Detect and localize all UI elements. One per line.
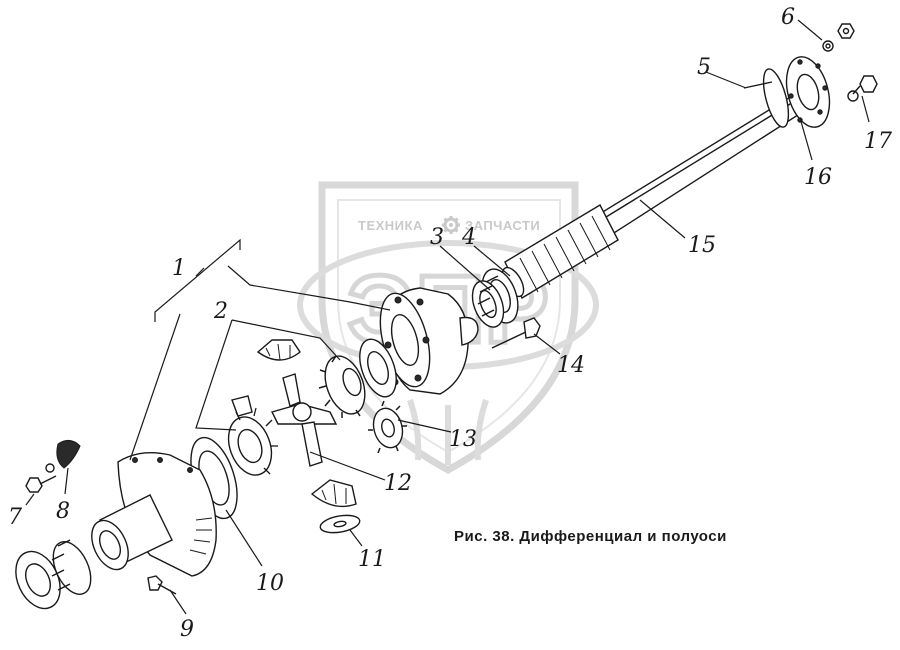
callout-17: 17 [864,129,892,154]
case-bolt [147,575,177,595]
callout-1: 1 [172,256,186,281]
tapered-bearing [15,539,92,610]
callout-10: 10 [256,571,284,596]
figure-caption: Рис. 38. Дифференциал и полуоси [454,528,727,545]
side-gear-upper [318,355,366,418]
side-gear-lower [227,395,278,476]
differential-bolt [491,317,541,349]
washer-and-nut [822,23,855,52]
callout-13: 13 [449,427,477,452]
callout-7: 7 [8,505,22,530]
callout-numbers: 1 2 3 4 5 6 7 8 9 10 11 12 13 14 15 16 1… [8,5,892,642]
callout-4: 4 [461,225,476,250]
differential-case-left [91,452,217,577]
callout-2: 2 [213,299,228,324]
gear-icon [442,216,460,234]
small-pinion-gear [368,400,407,454]
callout-16: 16 [804,165,832,190]
roller-bearing [471,268,519,328]
callout-11: 11 [358,547,386,572]
lock-plate [56,440,81,469]
lock-bolt [25,463,57,493]
bevel-pinion [310,479,357,508]
callout-6: 6 [781,5,795,30]
callout-8: 8 [56,499,70,524]
assembly-bracket [154,238,241,322]
axle-flange [762,56,831,128]
leader-lines [25,19,870,615]
axle-shaft [501,87,816,300]
thrust-washer [359,338,397,398]
callout-3: 3 [430,225,444,250]
callout-15: 15 [688,233,716,258]
callout-12: 12 [384,471,412,496]
spider-cross [270,373,338,467]
pinion-washer [319,514,361,534]
callout-14: 14 [557,353,585,378]
callout-5: 5 [697,55,711,80]
callout-9: 9 [180,617,194,642]
watermark-brand-right: ЗАПЧАСТИ [465,218,540,233]
pinion-gear-top [256,339,301,361]
watermark-brand-left: ТЕХНИКА [358,218,423,233]
bolt-with-washer [847,75,878,102]
wheel-stud [743,81,773,89]
